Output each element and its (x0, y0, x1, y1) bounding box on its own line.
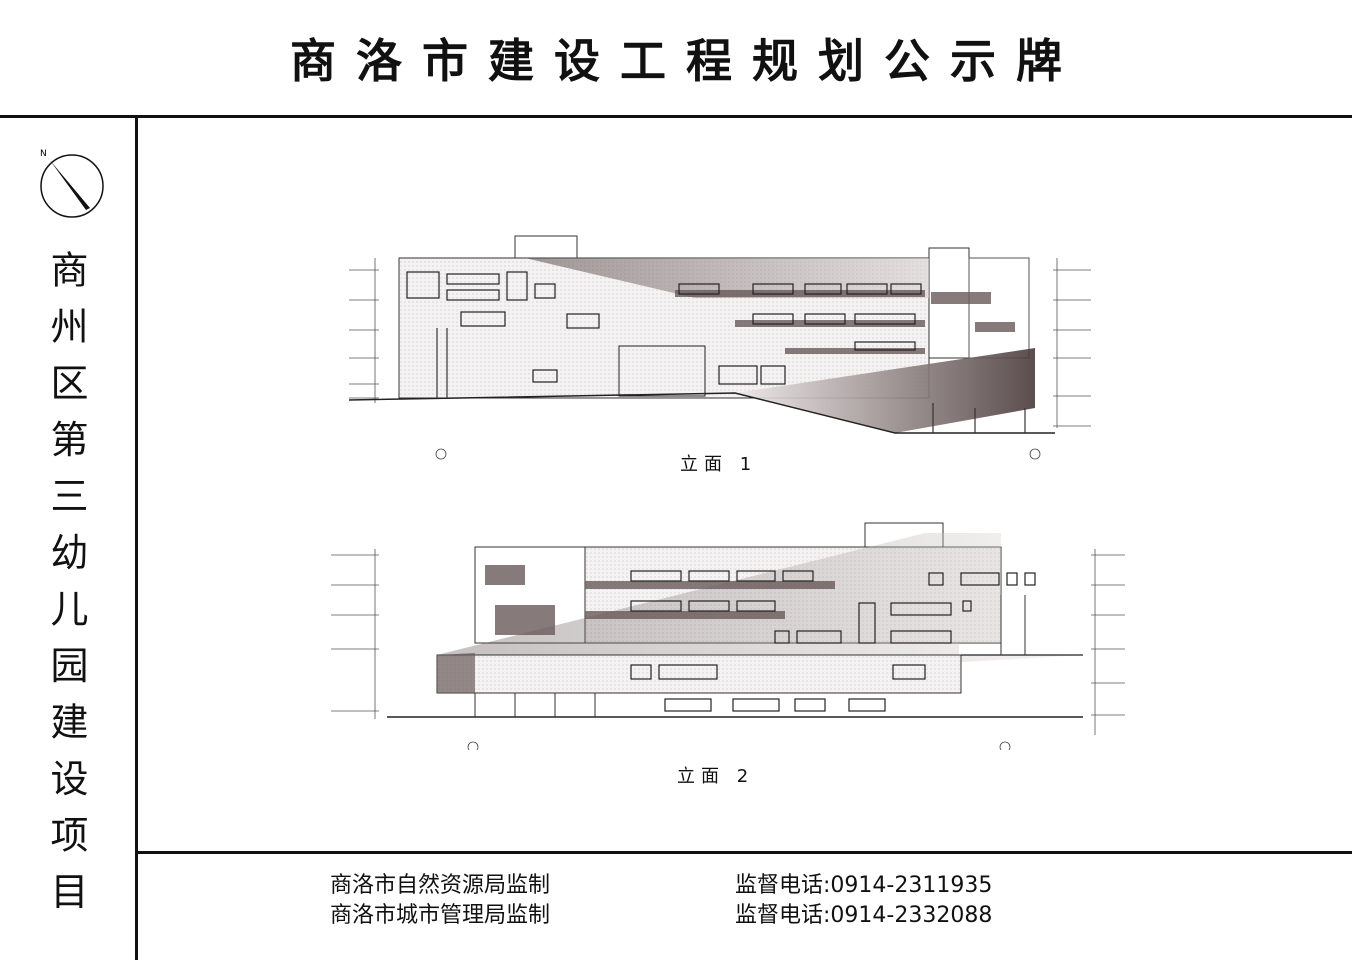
page-title: 商洛市建设工程规划公示牌 (0, 0, 1352, 118)
elevation-1-drawing (348, 235, 1091, 460)
north-arrow-icon: N (40, 149, 104, 218)
project-name: 商州区第三幼儿园建设项目 (44, 250, 88, 928)
elevation-2-drawing (331, 522, 1125, 750)
elevation-2-label: 立面 2 (677, 766, 755, 787)
footer-divider (138, 851, 1352, 854)
footer-org-1: 商洛市自然资源局监制 (330, 873, 551, 898)
north-label: N (40, 149, 47, 159)
title-text: 商洛市建设工程规划公示牌 (290, 33, 1082, 88)
elevation-1-label: 立面 1 (680, 454, 758, 475)
footer-phone-2: 监督电话:0914-2332088 (735, 903, 993, 928)
footer-org-2: 商洛市城市管理局监制 (330, 903, 551, 928)
sidebar: N 商州区第三幼儿园建设项目 (0, 118, 138, 960)
footer-phone-1: 监督电话:0914-2311935 (735, 873, 993, 898)
